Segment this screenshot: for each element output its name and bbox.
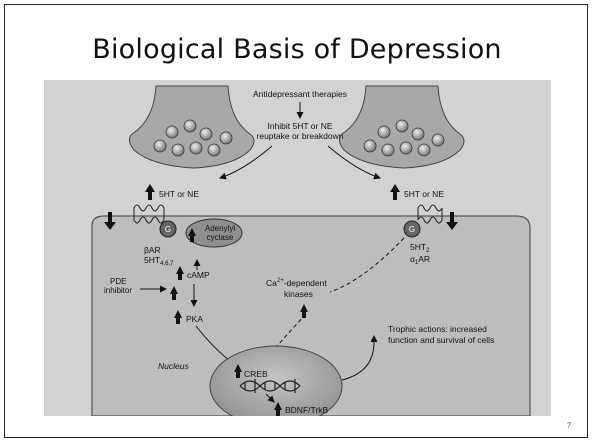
svg-text:Ca2+-dependent: Ca2+-dependent	[266, 278, 327, 288]
trophic-label-1: Trophic actions: increased	[388, 324, 487, 334]
ca-label-2: kinases	[284, 289, 313, 299]
nucleus-label: Nucleus	[158, 361, 189, 371]
svg-text:G: G	[409, 225, 415, 234]
receptor-left-label-2: 5HT	[144, 255, 160, 265]
receptor-right-label-1: 5HT	[410, 242, 426, 252]
ca-label-1: Ca	[266, 278, 277, 288]
slide-title: Biological Basis of Depression	[0, 34, 594, 65]
adenylyl-label-1: Adenylyl	[205, 224, 235, 233]
inhibit-line-2: reuptake or breakdown	[257, 131, 344, 141]
camp-label: cAMP	[187, 270, 210, 280]
depression-pathway-figure: Antidepressant therapies Inhibit 5HT or …	[44, 80, 551, 416]
trophic-label-2: function and survival of cells	[388, 335, 494, 345]
inhibit-line-1: Inhibit 5HT or NE	[267, 121, 332, 131]
nt-label-left: 5HT or NE	[159, 189, 199, 199]
pde-label-2: inhibitor	[104, 286, 132, 295]
nt-label-right: 5HT or NE	[404, 189, 444, 199]
adenylyl-label-2: cyclase	[207, 233, 234, 242]
pde-label-1: PDE	[110, 277, 126, 286]
therapy-label: Antidepressant therapies	[253, 89, 347, 99]
svg-text:G: G	[165, 225, 171, 234]
receptor-left-label-1: βAR	[144, 245, 161, 255]
pka-label: PKA	[186, 314, 203, 324]
page-number: 7	[567, 421, 571, 430]
bdnf-label: BDNF/TrkB	[285, 405, 328, 415]
creb-label: CREB	[244, 369, 268, 379]
